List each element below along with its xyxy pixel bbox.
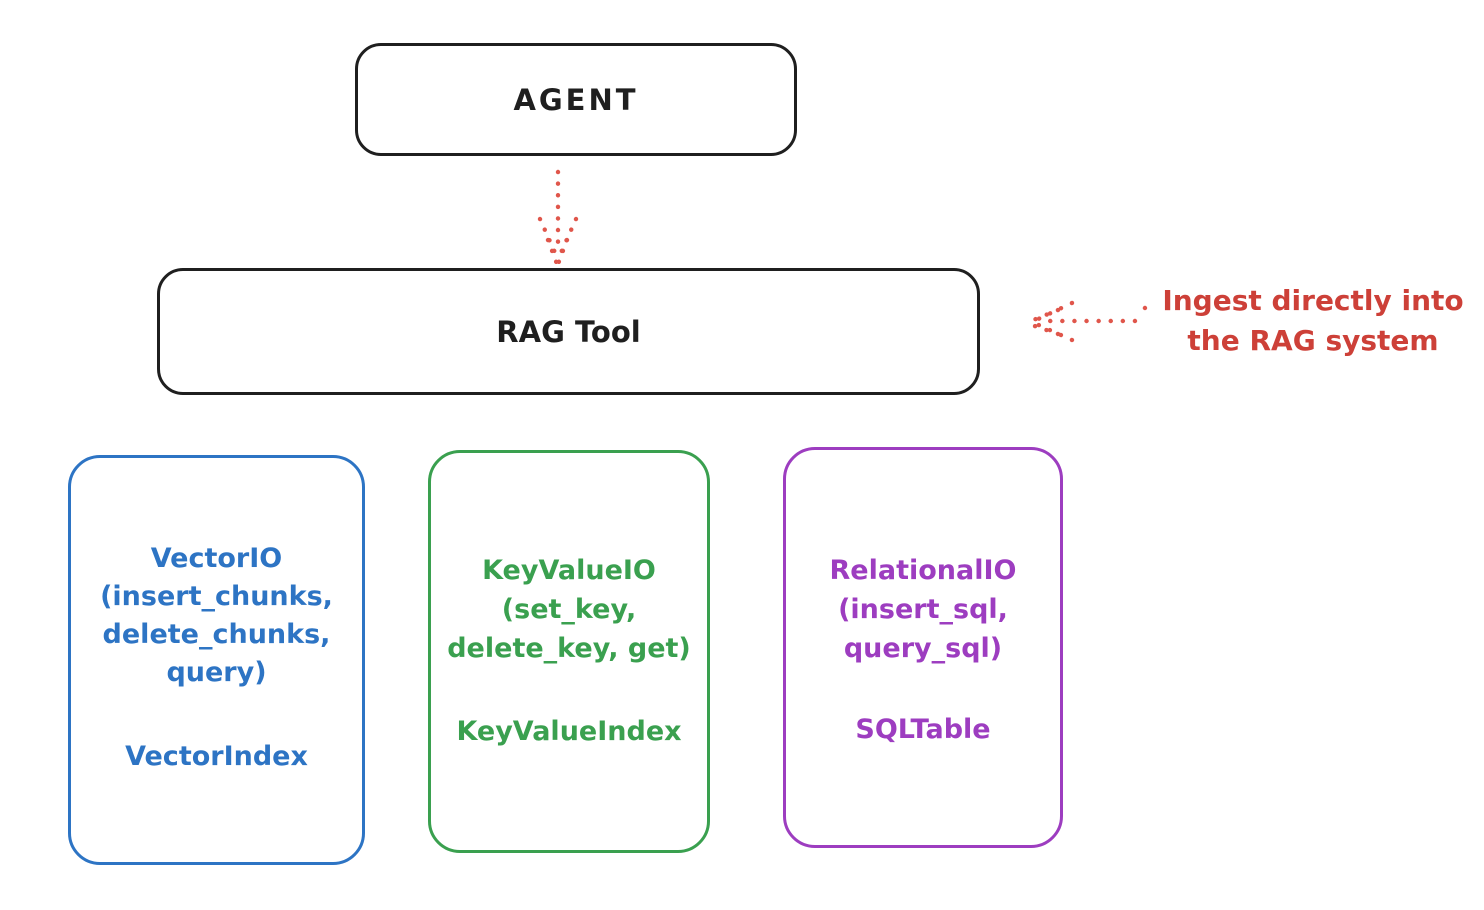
io-title-line: KeyValueIO xyxy=(482,555,656,586)
vector-index-label: VectorIndex xyxy=(125,741,308,772)
keyvalue-index-label: KeyValueIndex xyxy=(456,716,682,747)
io-title-line: VectorIO xyxy=(150,543,283,574)
io-title-line: (insert_sql, xyxy=(838,594,1008,625)
io-title-line: delete_key, get) xyxy=(447,633,691,664)
agent-node-label: AGENT xyxy=(513,82,639,117)
io-title-line: delete_chunks, xyxy=(102,619,331,650)
vector-io-title: VectorIO (insert_chunks, delete_chunks, … xyxy=(71,540,362,692)
ingest-annotation: Ingest directly into the RAG system xyxy=(1140,281,1484,361)
agent-to-ragtool-arrow xyxy=(537,169,579,267)
relational-io-node: RelationalIO (insert_sql, query_sql) SQL… xyxy=(783,447,1063,848)
io-title-line: query) xyxy=(166,657,267,688)
keyvalue-io-node: KeyValueIO (set_key, delete_key, get) Ke… xyxy=(428,450,710,853)
keyvalue-io-title: KeyValueIO (set_key, delete_key, get) xyxy=(431,551,707,668)
relational-io-title: RelationalIO (insert_sql, query_sql) xyxy=(786,551,1060,668)
rag-tool-node: RAG Tool xyxy=(157,268,980,395)
sql-table-label: SQLTable xyxy=(855,714,991,745)
io-title-line: (set_key, xyxy=(501,594,637,625)
ingest-annotation-arrow xyxy=(1023,300,1148,343)
ingest-annotation-line2: the RAG system xyxy=(1187,324,1439,357)
io-title-line: RelationalIO xyxy=(829,555,1017,586)
io-title-line: (insert_chunks, xyxy=(100,581,333,612)
io-title-line: query_sql) xyxy=(843,633,1003,664)
ingest-annotation-line1: Ingest directly into xyxy=(1162,284,1464,317)
vector-io-node: VectorIO (insert_chunks, delete_chunks, … xyxy=(68,455,365,865)
rag-tool-node-label: RAG Tool xyxy=(496,314,641,349)
agent-node: AGENT xyxy=(355,43,797,156)
